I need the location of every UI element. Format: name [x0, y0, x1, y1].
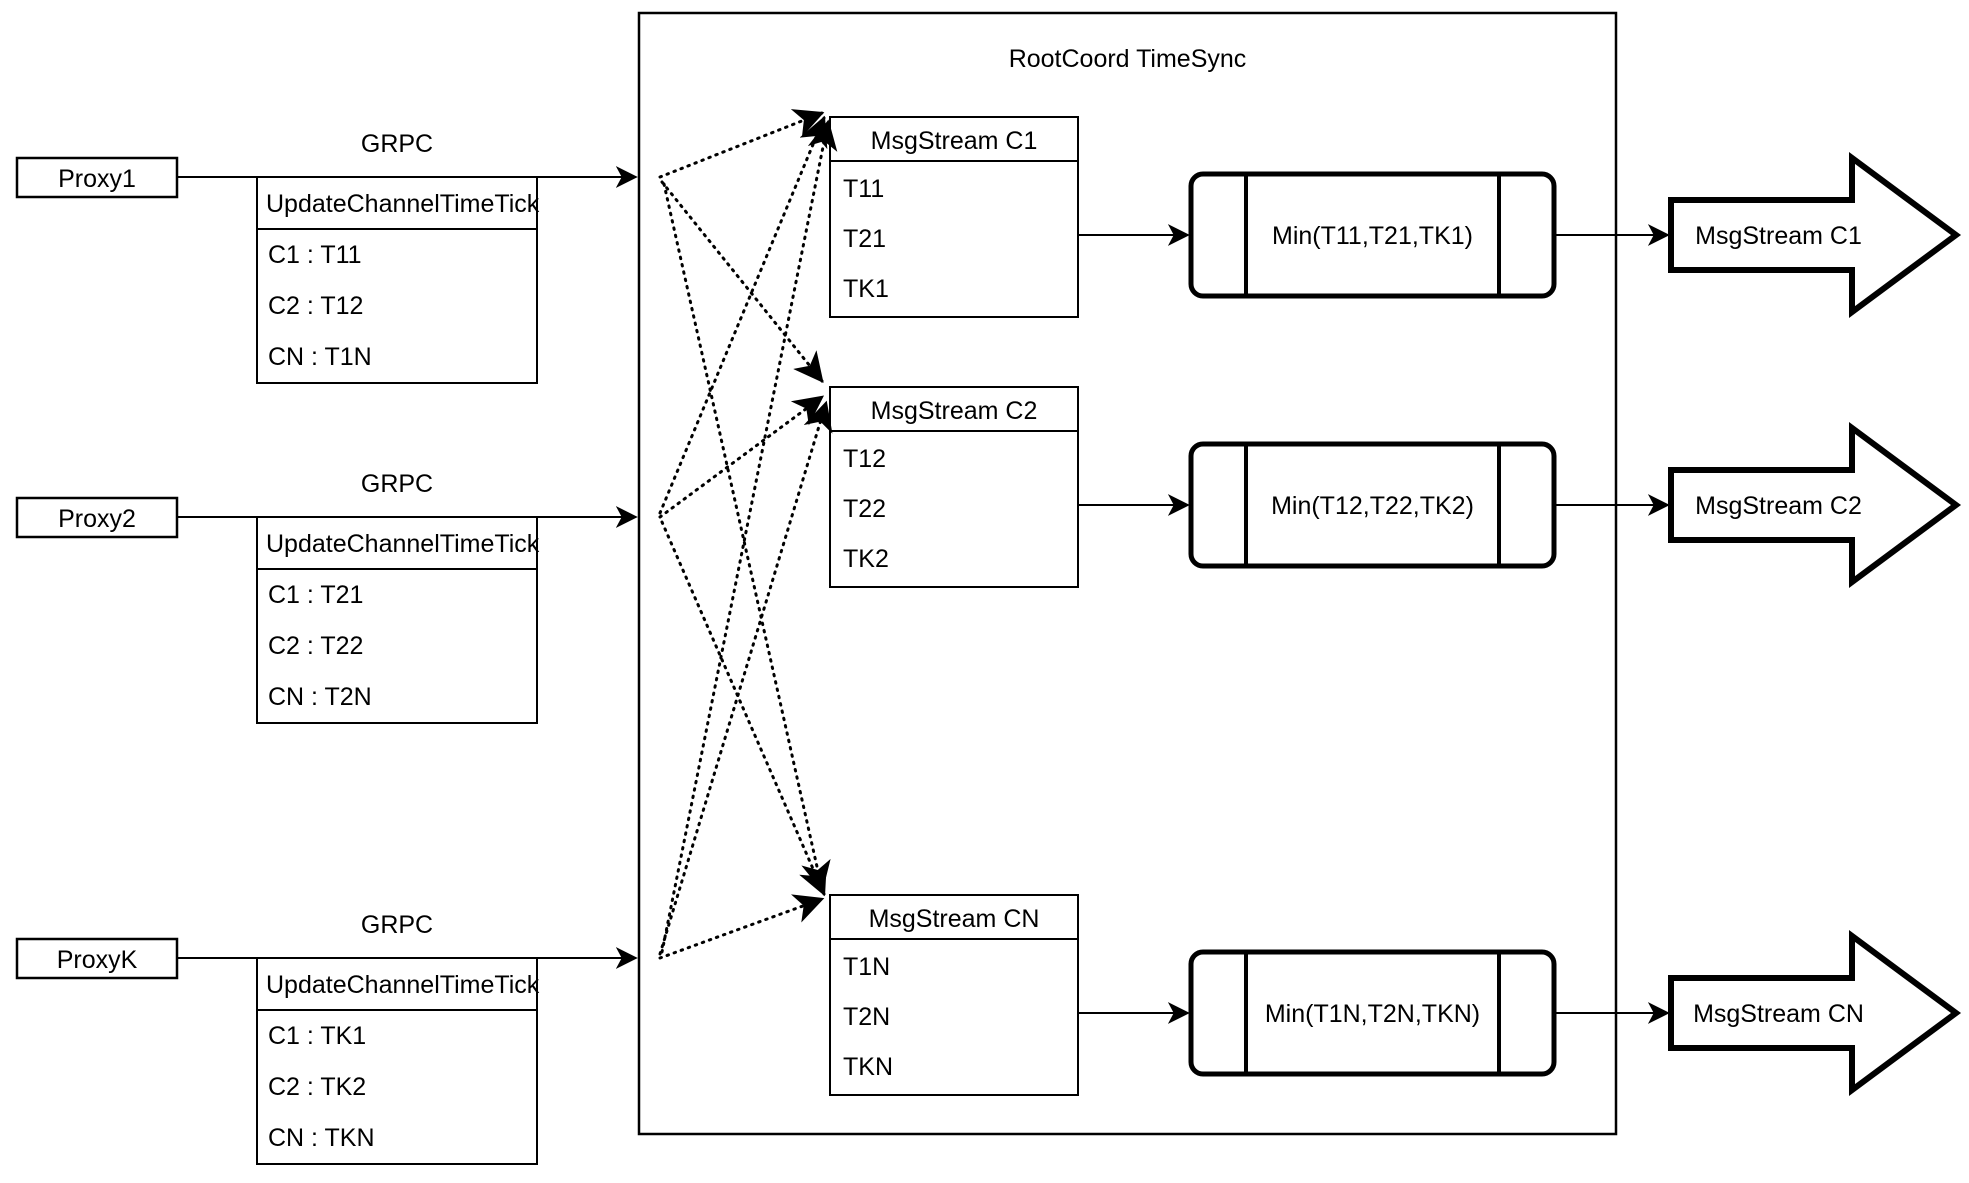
- msgstream-header-2: MsgStream C2: [870, 397, 1038, 425]
- update-channel-timetick-cell: C2 : T22: [268, 632, 364, 660]
- rootcoord-timesync-title: RootCoord TimeSync: [1008, 45, 1247, 73]
- dispatch-edge-p2-c2: [658, 395, 825, 519]
- grpc-label-2: GRPC: [360, 470, 434, 498]
- msgstream-cell: TK2: [843, 545, 889, 573]
- msgstream-cell: TK1: [843, 275, 889, 303]
- dispatch-edge-pk-cn: [658, 894, 825, 960]
- dispatch-edge-p1-c1: [658, 109, 825, 179]
- msgstream-header-1: MsgStream C1: [870, 127, 1038, 155]
- dispatch-edge-p2-c1: [658, 115, 828, 515]
- proxy-label-3: ProxyK: [56, 946, 138, 974]
- update-channel-timetick-cell: C2 : T12: [268, 292, 364, 320]
- timetick-dispatch-edges: [658, 109, 838, 960]
- output-label-2: MsgStream C2: [1695, 492, 1862, 520]
- proxy-label-1: Proxy1: [58, 165, 136, 193]
- dispatch-edge-p2-cn: [660, 520, 827, 897]
- update-channel-timetick-cell: CN : T1N: [268, 343, 372, 371]
- output-label-3: MsgStream CN: [1693, 1000, 1864, 1028]
- msgstream-cell: T11: [843, 175, 885, 203]
- dispatch-edge-p1-cn: [662, 182, 831, 892]
- update-channel-timetick-cell: CN : TKN: [268, 1124, 375, 1152]
- min-label-2: Min(T12,T22,TK2): [1271, 492, 1474, 520]
- grpc-label-1: GRPC: [360, 130, 434, 158]
- min-label-1: Min(T11,T21,TK1): [1272, 222, 1473, 250]
- msgstream-cell: TKN: [843, 1053, 893, 1081]
- grpc-label-3: GRPC: [360, 911, 434, 939]
- update-channel-timetick-cell: C1 : T21: [268, 581, 364, 609]
- dispatch-edge-p1-c2: [660, 180, 824, 383]
- update-channel-timetick-cell: C1 : T11: [268, 241, 362, 269]
- update-channel-timetick-header-2: UpdateChannelTimeTick: [266, 530, 540, 558]
- msgstream-cell: T12: [843, 445, 887, 473]
- update-channel-timetick-header-1: UpdateChannelTimeTick: [266, 190, 540, 218]
- msgstream-cell: T1N: [843, 953, 891, 981]
- proxy-label-2: Proxy2: [58, 505, 136, 533]
- msgstream-header-3: MsgStream CN: [868, 905, 1040, 933]
- dispatch-edge-pk-c2: [658, 400, 833, 956]
- msgstream-cell: T22: [843, 495, 887, 523]
- output-label-1: MsgStream C1: [1695, 222, 1862, 250]
- msgstream-cell: T2N: [843, 1003, 891, 1031]
- rootcoord-timesync-container: [637, 11, 1618, 1136]
- update-channel-timetick-cell: C2 : TK2: [268, 1073, 367, 1101]
- update-channel-timetick-header-3: UpdateChannelTimeTick: [266, 971, 540, 999]
- msgstream-cell: T21: [843, 225, 887, 253]
- update-channel-timetick-cell: C1 : TK1: [268, 1022, 367, 1050]
- min-label-3: Min(T1N,T2N,TKN): [1264, 1000, 1481, 1028]
- update-channel-timetick-cell: CN : T2N: [268, 683, 372, 711]
- dispatch-edge-pk-c1: [660, 119, 838, 954]
